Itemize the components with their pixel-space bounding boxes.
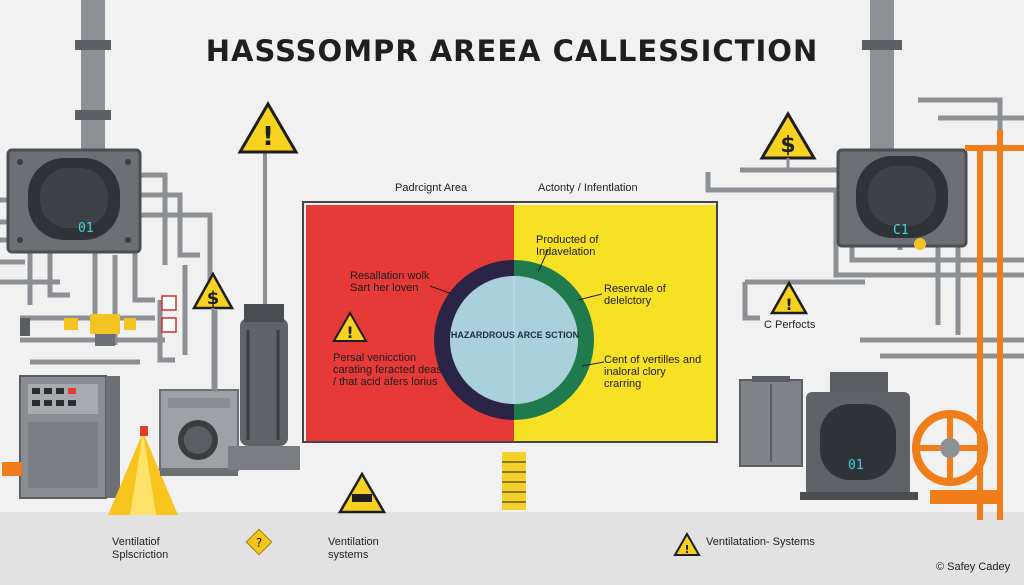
classification-panel xyxy=(302,201,718,443)
right-warning-sign-top: $ xyxy=(759,111,817,172)
safety-cone xyxy=(108,426,178,515)
warning-sign-mid-left: $ xyxy=(191,271,235,390)
page-title: HASSSOMPR AREEA CALLESSICTION xyxy=(205,34,819,68)
right-zone-text-2: Reservale of delelctory xyxy=(604,283,666,307)
footer-credit: © Safey Cadey xyxy=(936,561,1011,573)
right-zone-text-3: Cent of vertilles and inaloral clory cra… xyxy=(604,354,702,390)
right-cabinet xyxy=(739,376,803,467)
footer-warning-icon: ! xyxy=(673,531,701,556)
left-control-cabinet xyxy=(2,375,120,499)
left-zone-text-2: Persal venicction carating feracted deas… xyxy=(333,352,442,388)
left-fan-machine xyxy=(6,148,142,254)
right-warning-sign-mid: ! xyxy=(769,280,809,315)
center-zone-label: HAZARDROUS ARCE SCTION xyxy=(450,330,580,340)
right-vertical-pipe xyxy=(862,0,902,150)
panel-left-heading: Padrcignt Area xyxy=(395,182,468,194)
footer-hazard-icon: ? xyxy=(245,528,273,556)
footer-band xyxy=(0,512,1024,585)
svg-text:$: $ xyxy=(780,133,795,158)
right-zone-text-1: Producted of Indavelation xyxy=(536,234,599,258)
left-vertical-pipe xyxy=(75,0,111,150)
small-signs-left xyxy=(161,295,177,333)
panel-stand xyxy=(502,452,526,510)
footer-item-3: Ventilatation- Systems xyxy=(706,536,815,548)
svg-text:!: ! xyxy=(262,122,274,152)
center-left-compressor xyxy=(159,148,300,476)
left-valves xyxy=(20,314,136,346)
hazardous-zone xyxy=(306,205,514,443)
svg-text:?: ? xyxy=(256,536,262,550)
warning-sign-top-left: ! xyxy=(237,101,299,154)
orange-pipes xyxy=(965,130,1024,520)
footer-item-1: Ventilatiof Splscriction xyxy=(112,536,169,561)
orange-valve-wheel xyxy=(912,410,1000,504)
panel-right-heading: Actonty / Infentlation xyxy=(538,182,638,194)
svg-text:$: $ xyxy=(207,288,220,309)
side-label: C Perfocts xyxy=(764,319,816,331)
right-fan-machine xyxy=(836,148,968,250)
svg-text:!: ! xyxy=(684,543,689,556)
right-bottom-machine xyxy=(800,372,918,500)
left-zone-text-1: Resallation wolk Sart her loven xyxy=(350,270,430,294)
footer-item-2: Ventilation systems xyxy=(328,536,379,561)
bottom-warning-sign-center xyxy=(337,471,387,514)
svg-text:!: ! xyxy=(785,295,792,314)
